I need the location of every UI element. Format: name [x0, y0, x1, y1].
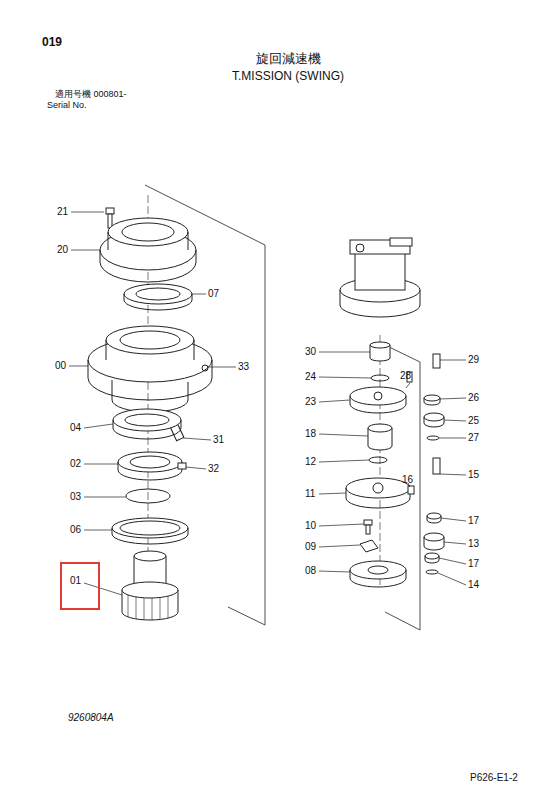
callout-number: 32	[208, 464, 219, 474]
callout-number: 20	[57, 245, 68, 255]
callout-number: 09	[305, 542, 316, 552]
callout-number: 23	[305, 397, 316, 407]
callout-number: 15	[468, 470, 479, 480]
callout-number: 13	[468, 539, 479, 549]
callout-number: 08	[305, 566, 316, 576]
callout-number: 06	[70, 525, 81, 535]
callout-number: 01	[70, 576, 81, 586]
callout-number: 10	[305, 521, 316, 531]
callout-number: 00	[55, 361, 66, 371]
header-text: P626-E1-2	[470, 773, 518, 783]
callout-number: 29	[468, 355, 479, 365]
callout-number: 28	[400, 371, 411, 381]
callout-number: 04	[70, 423, 81, 433]
callout-number: 11	[305, 489, 315, 499]
callout-number: 17	[468, 559, 479, 569]
callout-number: 26	[468, 393, 479, 403]
header-text: 適用号機 000801-	[55, 90, 127, 99]
callout-number: 30	[305, 347, 316, 357]
callout-number: 03	[70, 492, 81, 502]
header-text: T.MISSION (SWING)	[232, 70, 344, 82]
callout-number: 24	[305, 372, 316, 382]
callout-number: 27	[468, 433, 479, 443]
callout-number: 07	[208, 289, 219, 299]
callout-number: 18	[305, 429, 316, 439]
title-text: 旋回減速機	[256, 52, 321, 65]
header-text: Serial No.	[47, 101, 87, 110]
header-text: 019	[42, 36, 62, 48]
callout-number: 16	[402, 475, 413, 485]
callout-number: 12	[305, 457, 316, 467]
callout-number: 31	[213, 435, 224, 445]
callout-number: 21	[57, 207, 68, 217]
header-text: 9260804A	[68, 713, 114, 723]
callout-number: 02	[70, 459, 81, 469]
callout-number: 17	[468, 516, 479, 526]
highlight-box: 01	[60, 562, 100, 610]
callout-number: 33	[238, 362, 249, 372]
callout-number: 14	[468, 580, 479, 590]
callout-number: 25	[468, 416, 479, 426]
